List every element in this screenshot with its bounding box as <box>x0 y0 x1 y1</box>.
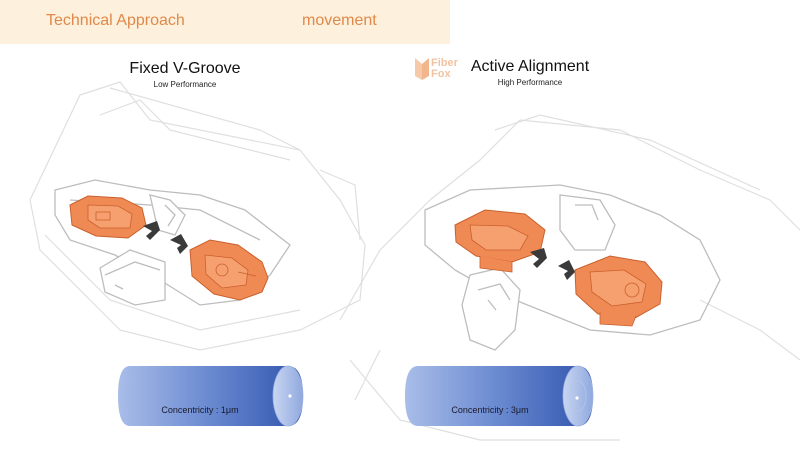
left-concentricity-cylinder <box>118 365 304 427</box>
logo-line1: Fiber <box>431 57 458 69</box>
right-concentricity-label: Concentricity : 3μm <box>451 405 529 415</box>
right-fiber-clamp-right <box>574 255 663 327</box>
left-fiber-clamp-left <box>69 195 147 239</box>
fiberfox-logo: Fiber Fox <box>414 54 464 84</box>
left-concentricity-label: Concentricity : 1μm <box>161 405 239 415</box>
left-panel-subtitle: Low Performance <box>153 80 217 89</box>
left-panel-title: Fixed V-Groove <box>129 60 241 77</box>
left-electrodes <box>143 221 188 254</box>
technical-approach-label: Technical Approach <box>46 12 185 29</box>
movement-label: movement <box>302 12 377 29</box>
left-splicer-outline <box>29 81 366 351</box>
right-concentricity-cylinder <box>405 365 594 427</box>
right-electrodes <box>530 248 575 280</box>
logo-line2: Fox <box>431 68 451 80</box>
header-band <box>0 0 450 44</box>
left-fiber-clamp-right <box>189 239 269 301</box>
right-panel-title: Active Alignment <box>470 58 590 75</box>
right-splicer-outline <box>339 114 800 441</box>
fox-mark-icon <box>415 58 429 80</box>
right-splicer-frame <box>424 184 721 351</box>
right-panel-subtitle: High Performance <box>497 78 563 87</box>
right-fiber-clamp-left <box>454 209 546 273</box>
